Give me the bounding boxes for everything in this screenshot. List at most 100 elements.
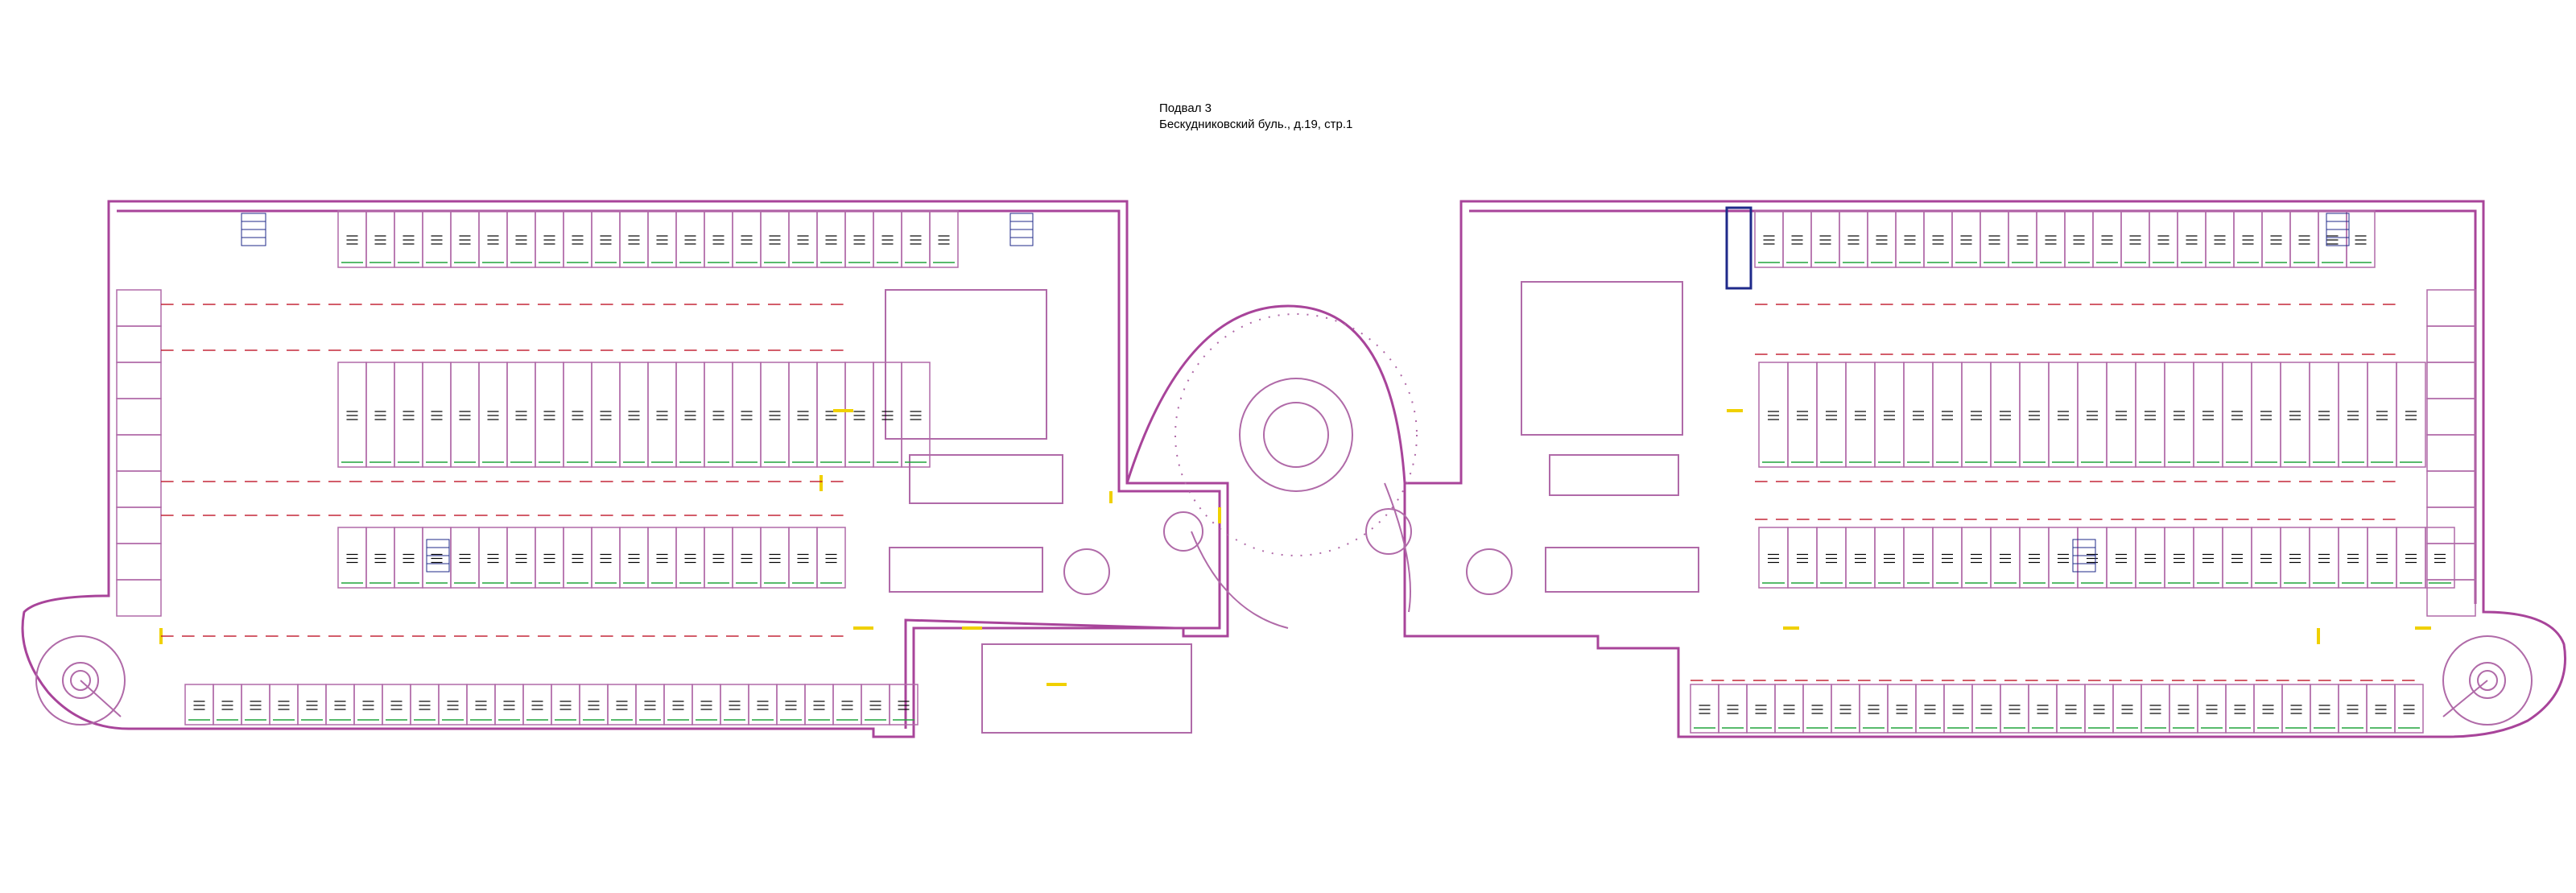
bay-label-mark <box>2347 553 2359 564</box>
bay-label-mark <box>910 235 922 245</box>
bay-label-mark <box>306 701 318 710</box>
parking-bay <box>1802 684 1832 734</box>
bay-label-mark <box>684 553 696 564</box>
bay-label-mark <box>2326 235 2339 245</box>
parking-bay <box>1839 210 1868 268</box>
stair-icon <box>1009 213 1034 246</box>
bay-label-mark <box>2093 705 2105 714</box>
bay-label-mark <box>1855 411 1866 420</box>
parking-bay <box>241 684 270 726</box>
parking-bay <box>2135 362 2165 468</box>
bay-label-mark <box>1855 553 1866 564</box>
parking-bay <box>522 684 552 726</box>
bay-label-mark <box>515 553 527 564</box>
bay-label-mark <box>2129 235 2141 245</box>
bay-label-mark <box>2347 705 2359 714</box>
bay-label-mark <box>881 411 894 420</box>
parking-bay <box>563 362 592 468</box>
bay-label-mark <box>2058 553 2069 564</box>
bay-label-mark <box>374 553 386 564</box>
parking-bay <box>873 362 902 468</box>
bay-label-mark <box>459 411 471 420</box>
parking-bays-left-middle <box>337 362 931 468</box>
bay-label-mark <box>1884 553 1895 564</box>
stair-icon <box>2072 539 2096 573</box>
annotation-rows <box>161 304 2415 681</box>
parking-bay <box>2135 527 2165 589</box>
bay-label-mark <box>2405 411 2417 420</box>
parking-bay <box>2048 362 2079 468</box>
bay-label-mark <box>1768 411 1779 420</box>
bay-label-mark <box>2121 705 2133 714</box>
parking-bay <box>2177 210 2207 268</box>
bay-label-mark <box>487 411 499 420</box>
parking-bay <box>1961 362 1992 468</box>
parking-bay <box>116 362 162 399</box>
bay-label-mark <box>503 701 515 710</box>
column-icon <box>1365 508 1412 555</box>
parking-bay <box>2140 684 2170 734</box>
parking-bay <box>844 362 874 468</box>
bay-label-mark <box>938 235 950 245</box>
bay-label-mark <box>2157 235 2169 245</box>
stair-icon <box>426 539 450 573</box>
parking-bay <box>2112 684 2142 734</box>
left-wing-outer-wall <box>21 200 1229 738</box>
bay-label-mark <box>2376 411 2388 420</box>
parking-bay <box>438 684 468 726</box>
bay-label-mark <box>402 411 415 420</box>
parking-bay <box>760 210 790 268</box>
bay-label-mark <box>825 235 837 245</box>
parking-bay <box>2281 684 2311 734</box>
bay-label-mark <box>2231 411 2243 420</box>
parking-bay <box>2169 684 2198 734</box>
parking-bay <box>116 579 162 617</box>
bay-label-mark <box>700 701 712 710</box>
parking-bay <box>1758 527 1789 589</box>
parking-bay <box>2106 362 2136 468</box>
bay-label-mark <box>1783 705 1795 714</box>
bay-label-mark <box>797 235 809 245</box>
parking-bay <box>816 210 846 268</box>
bay-label-mark <box>531 701 543 710</box>
service-rooms <box>885 281 1699 734</box>
central-lobby-wall <box>1125 304 1406 484</box>
parking-bay <box>382 684 411 726</box>
parking-bay <box>2261 210 2291 268</box>
bay-label-mark <box>628 553 640 564</box>
bay-label-mark <box>2145 411 2156 420</box>
parking-bay <box>563 527 592 589</box>
parking-bay <box>1718 684 1748 734</box>
parking-bay <box>450 362 480 468</box>
parking-bay <box>2280 362 2310 468</box>
bay-label-mark <box>1884 411 1895 420</box>
parking-bay <box>1754 210 1784 268</box>
parking-bay <box>2396 527 2426 589</box>
parking-bay <box>748 684 778 726</box>
bay-label-mark <box>656 235 668 245</box>
parking-bay <box>776 684 806 726</box>
bay-label-mark <box>2116 553 2127 564</box>
parking-bay <box>478 210 508 268</box>
bay-label-mark <box>656 411 668 420</box>
bay-label-mark <box>515 235 527 245</box>
bay-label-mark <box>193 701 205 710</box>
bay-label-mark <box>910 411 922 420</box>
parking-bay <box>297 684 327 726</box>
bay-label-mark <box>1727 705 1739 714</box>
right-spiral-ramp <box>2442 635 2533 726</box>
parking-bay <box>1979 210 2009 268</box>
parking-bay <box>901 210 931 268</box>
bay-label-mark <box>1763 235 1775 245</box>
bay-label-mark <box>600 411 612 420</box>
parking-bay <box>2149 210 2178 268</box>
bay-label-mark <box>797 411 809 420</box>
parking-bay <box>2077 362 2107 468</box>
bay-label-mark <box>2101 235 2113 245</box>
bay-label-mark <box>769 411 781 420</box>
bay-label-mark <box>588 701 600 710</box>
bay-label-mark <box>1839 705 1852 714</box>
parking-bay <box>478 362 508 468</box>
parking-bay <box>861 684 890 726</box>
bay-label-mark <box>559 701 572 710</box>
